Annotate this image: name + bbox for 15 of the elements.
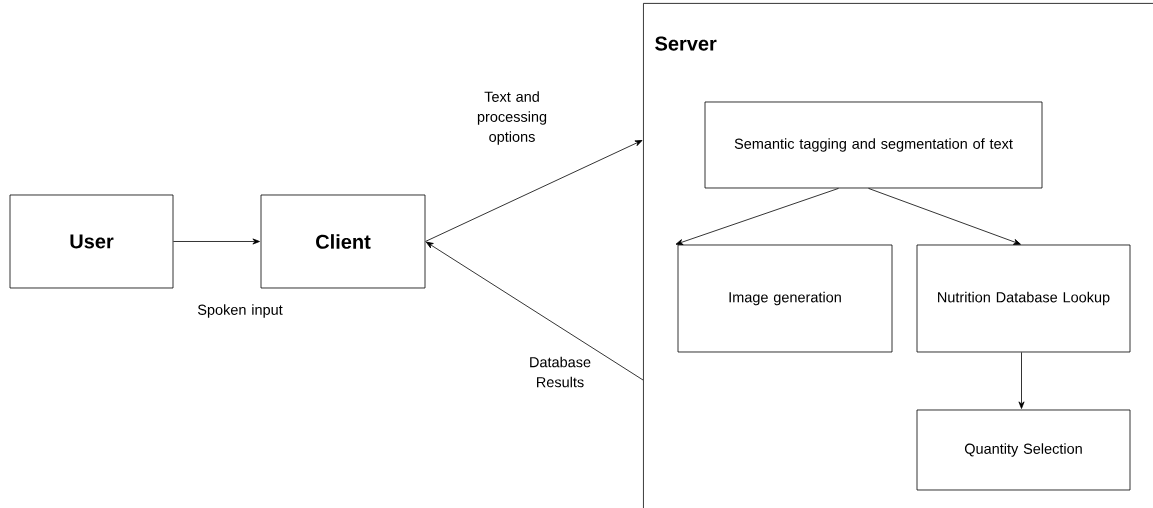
arrow <box>868 188 1021 245</box>
process-box: Semantic tagging and segmentation of text <box>704 101 1043 189</box>
arrow <box>425 241 644 381</box>
edge-label: Text and processing options <box>477 91 547 145</box>
arrow <box>425 140 643 242</box>
process-box: Image generation <box>677 244 893 353</box>
process-box: Nutrition Database Lookup <box>916 244 1131 353</box>
actor-box: Client <box>260 194 426 289</box>
arrow <box>675 188 839 245</box>
edge-label: Spoken input <box>197 304 283 318</box>
edge-label: Database Results <box>530 356 591 388</box>
actor-box: User <box>9 194 174 289</box>
process-box: Quantity Selection <box>916 409 1131 491</box>
arrow <box>173 238 260 245</box>
arrow <box>1018 352 1025 409</box>
